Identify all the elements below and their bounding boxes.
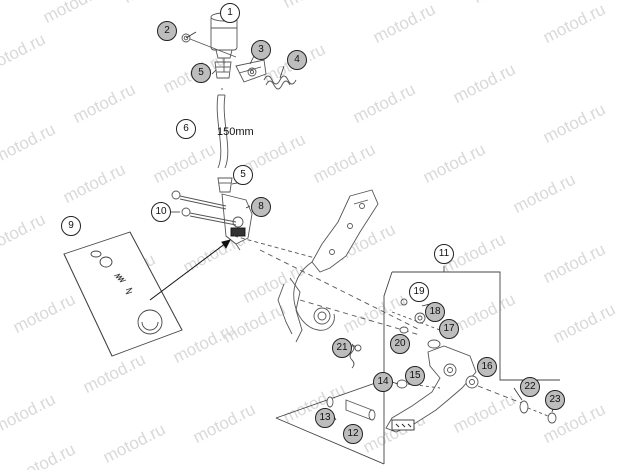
callout-15: 15	[405, 366, 425, 386]
reservoir-bracket	[235, 59, 267, 83]
mounting-bolts	[171, 190, 237, 226]
detail-panel-9	[63, 231, 231, 357]
pedal-washer-nut	[519, 400, 557, 424]
footrest-bracket-plate	[277, 189, 379, 343]
callout-5: 5	[191, 63, 211, 83]
hose-clamp-top	[214, 61, 232, 79]
callout-14: 14	[373, 372, 393, 392]
callout-13: 13	[315, 408, 335, 428]
callout-8: 8	[251, 197, 271, 217]
brake-pedal-lever	[385, 345, 477, 433]
pivot-axis	[233, 235, 421, 336]
master-cylinder	[221, 193, 253, 251]
pedal-washer	[465, 375, 525, 405]
callout-21: 21	[332, 338, 352, 358]
spring-clips	[263, 75, 297, 90]
callout-20: 20	[390, 334, 410, 354]
callout-18: 18	[425, 302, 445, 322]
callout-2: 2	[157, 21, 177, 41]
callout-4: 4	[287, 50, 307, 70]
callout-9: 9	[61, 216, 81, 236]
callout-16: 16	[477, 357, 497, 377]
callout-10: 10	[151, 202, 171, 222]
callout-12: 12	[343, 424, 363, 444]
callout-3: 3	[251, 40, 271, 60]
footpeg-pin	[326, 396, 376, 421]
small-pivot-parts	[354, 298, 441, 352]
hose-clamp-bottom	[217, 177, 233, 193]
callout-11: 11	[434, 244, 454, 264]
callout-5: 5	[233, 165, 253, 185]
callout-19: 19	[409, 282, 429, 302]
hose-length-label: 150mm	[217, 126, 254, 138]
return-spring	[349, 343, 355, 369]
callout-1: 1	[220, 3, 240, 23]
callout-17: 17	[439, 319, 459, 339]
callout-23: 23	[545, 390, 565, 410]
callout-6: 6	[176, 119, 196, 139]
brake-hose	[216, 88, 229, 169]
reservoir-screw	[181, 33, 237, 58]
callout-22: 22	[520, 377, 540, 397]
